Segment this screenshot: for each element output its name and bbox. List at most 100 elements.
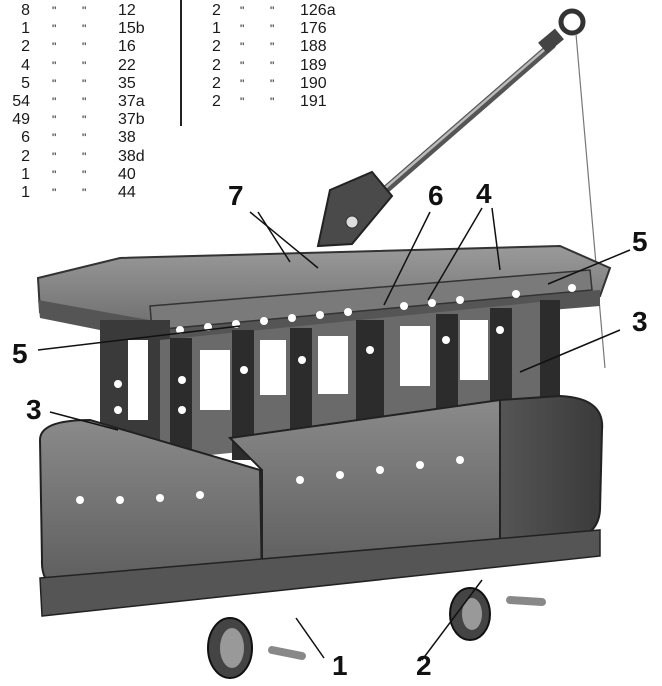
parts-row: 1 " " 44 [0,184,180,202]
ditto-mark: " [52,131,57,146]
ditto-mark: " [82,94,87,109]
part-number: 15b [118,20,145,38]
part-number: 37b [118,111,145,129]
part-number: 126a [300,2,336,19]
part-quantity: 2 [212,56,221,74]
part-quantity: 2 [21,38,30,56]
part-quantity: 49 [12,111,30,129]
ditto-mark: " [270,58,275,73]
ditto-mark: " [82,76,87,91]
callout-6: 6 [428,180,444,211]
callout-5-left: 5 [12,338,28,369]
part-number: 12 [118,2,136,19]
ditto-mark: " [240,58,245,73]
part-quantity: 2 [212,2,221,19]
ditto-mark: " [270,4,275,18]
tram-wheels [207,587,546,679]
part-number: 189 [300,56,327,74]
parts-row: 6 " " 38 [0,129,180,147]
ditto-mark: " [240,40,245,55]
ditto-mark: " [270,40,275,55]
part-number: 176 [300,20,327,38]
ditto-mark: " [82,40,87,55]
ditto-mark: " [82,185,87,200]
parts-row: 1 " " 40 [0,166,180,184]
trolley-pole [316,8,606,369]
callout-5-right: 5 [632,226,648,257]
part-number: 38d [118,147,145,165]
part-quantity: 1 [212,20,221,38]
ditto-mark: " [82,167,87,182]
callout-3-right: 3 [632,306,648,337]
ditto-mark: " [52,185,57,200]
ditto-mark: " [240,4,245,18]
ditto-mark: " [52,76,57,91]
parts-row: 54 " " 37a [0,93,180,111]
parts-row: 2 " " 191 [208,93,388,111]
tram-lower-panels [38,394,604,617]
part-quantity: 4 [21,56,30,74]
part-number: 44 [118,183,136,201]
parts-row: 4 " " 22 [0,57,180,75]
parts-row: 2 " " 126a [208,2,388,20]
parts-list-right-column: 2""126a 1""176 2""188 2""189 2""190 2""1… [208,2,388,111]
ditto-mark: " [82,113,87,128]
part-quantity: 5 [21,74,30,92]
part-number: 38 [118,129,136,147]
ditto-mark: " [82,131,87,146]
parts-row: 2 " " 188 [208,38,388,56]
ditto-mark: " [270,76,275,91]
callout-4: 4 [476,178,492,209]
ditto-mark: " [52,40,57,55]
part-quantity: 2 [212,74,221,92]
part-number: 190 [300,74,327,92]
part-number: 37a [118,92,145,110]
ditto-mark: " [270,94,275,109]
ditto-mark: " [52,113,57,128]
part-quantity: 6 [21,129,30,147]
part-quantity: 1 [21,183,30,201]
part-number: 35 [118,74,136,92]
ditto-mark: " [52,58,57,73]
ditto-mark: " [82,149,87,164]
part-quantity: 8 [21,2,30,19]
parts-row: 2 " " 16 [0,38,180,56]
part-number: 22 [118,56,136,74]
ditto-mark: " [240,76,245,91]
parts-row: 8 " " 12 [0,2,180,20]
parts-list-left-column: 8""12 1""15b 2""16 4""22 5""35 54""37a 4… [0,2,180,202]
callout-leader-lines [37,207,631,661]
part-quantity: 2 [212,38,221,56]
ditto-mark: " [82,4,87,18]
callout-1: 1 [332,650,348,681]
part-number: 16 [118,38,136,56]
ditto-mark: " [52,149,57,164]
parts-row: 2 " " 38d [0,148,180,166]
parts-row: 1 " " 176 [208,20,388,38]
parts-row: 1""15b [0,20,180,38]
ditto-mark: " [82,58,87,73]
ditto-mark: " [240,22,245,37]
ditto-mark: " [270,22,275,37]
part-quantity: 1 [21,20,30,38]
ditto-mark: " [52,4,57,18]
ditto-mark: " [52,167,57,182]
part-quantity: 2 [212,92,221,110]
ditto-mark: " [240,94,245,109]
ditto-mark: " [52,94,57,109]
parts-row: 2 " " 190 [208,75,388,93]
part-quantity: 54 [12,92,30,110]
part-number: 188 [300,38,327,56]
part-number: 40 [118,165,136,183]
parts-row: 2 " " 189 [208,57,388,75]
parts-row: 49 " " 37b [0,111,180,129]
part-number: 191 [300,92,327,110]
callout-2: 2 [416,650,432,681]
parts-row: 5 " " 35 [0,75,180,93]
callout-7: 7 [228,180,244,211]
part-quantity: 2 [21,147,30,165]
parts-list-divider [180,0,182,126]
ditto-mark: " [52,22,57,37]
part-quantity: 1 [21,165,30,183]
